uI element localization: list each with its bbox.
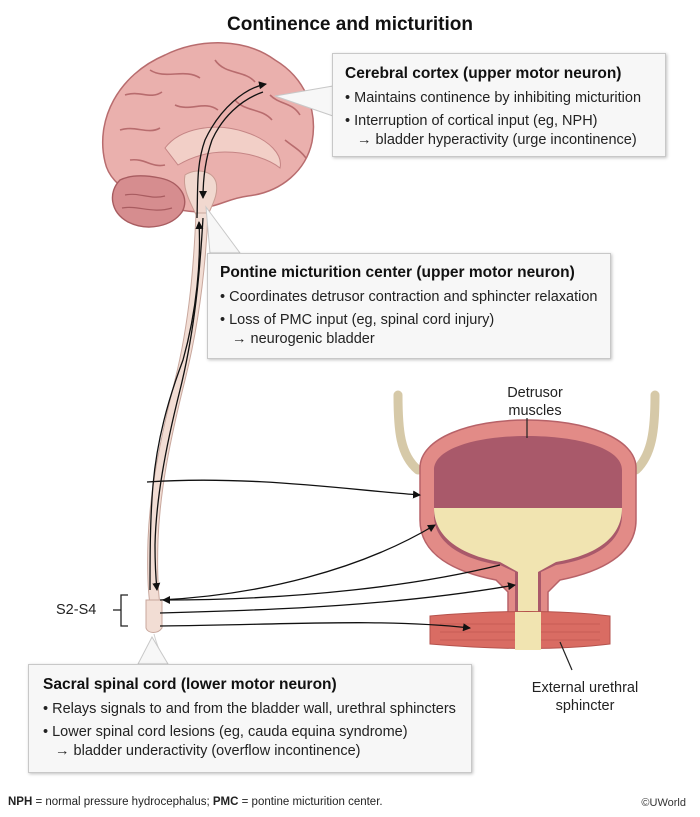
detrusor-muscles-label: Detrusor muscles <box>480 384 590 420</box>
cortex-bullet-1: Maintains continence by inhibiting mictu… <box>345 89 653 108</box>
s2-s4-label: S2-S4 <box>56 602 97 618</box>
sacral-segment <box>145 599 163 633</box>
sacral-pointer <box>137 635 169 665</box>
detrusor-label-line-1: Detrusor <box>507 385 563 401</box>
urethra <box>515 612 541 650</box>
footnote-abbr-nph: NPH <box>8 796 33 808</box>
right-ureter <box>631 390 660 475</box>
left-ureter <box>393 390 423 475</box>
sacral-spinal-cord-callout: Sacral spinal cord (lower motor neuron) … <box>28 664 472 773</box>
footnote-def-pmc: = pontine micturition center. <box>238 796 383 808</box>
pons-bullet-2: Loss of PMC input (eg, spinal cord injur… <box>220 311 598 330</box>
cerebral-cortex-callout: Cerebral cortex (upper motor neuron) Mai… <box>332 53 666 157</box>
sphincter-label-line-1: External urethral <box>531 680 639 696</box>
cortex-bullet-2-continuation: → bladder hyperactivity (urge incontinen… <box>357 132 637 148</box>
pons-pointer <box>205 205 241 254</box>
sacral-bullet-2: Lower spinal cord lesions (eg, cauda equ… <box>43 723 457 742</box>
corpus-callosum <box>164 126 281 169</box>
neural-pathway-arrows <box>149 81 267 591</box>
pons-bullet-1: Coordinates detrusor contraction and sph… <box>220 288 598 307</box>
sacral-bullet-2-continuation: → bladder underactivity (overflow incont… <box>55 743 361 759</box>
urine <box>434 508 622 640</box>
figure-title: Continence and micturition <box>227 14 473 35</box>
s2s4-bracket <box>120 594 128 627</box>
footnote-def-nph: = normal pressure hydrocephalus; <box>32 796 213 808</box>
cerebellum <box>111 175 186 228</box>
pontine-micturition-center-callout: Pontine micturition center (upper motor … <box>207 253 611 359</box>
copyright-notice: ©UWorld <box>641 797 686 809</box>
gyri <box>119 59 307 167</box>
bladder <box>393 390 660 641</box>
cortex-bullet-2: Interruption of cortical input (eg, NPH) <box>345 112 653 131</box>
pontine-title: Pontine micturition center (upper motor … <box>220 264 575 281</box>
sacral-bullet-1: Relays signals to and from the bladder w… <box>43 700 457 719</box>
footnote-abbr-pmc: PMC <box>212 796 239 808</box>
peripheral-nerve-arrows <box>146 479 516 632</box>
pons-bullet-2-continuation: → neurogenic bladder <box>232 331 375 347</box>
footnote: NPH = normal pressure hydrocephalus; PMC… <box>8 796 383 808</box>
sacral-title: Sacral spinal cord (lower motor neuron) <box>43 676 337 693</box>
cerebral-cortex-title: Cerebral cortex (upper motor neuron) <box>345 65 622 82</box>
sphincter-leader <box>559 641 573 671</box>
detrusor-label-line-2: muscles <box>508 403 562 419</box>
sphincter-label-line-2: sphincter <box>555 698 615 714</box>
external-urethral-sphincter-label: External urethral sphincter <box>510 679 660 715</box>
